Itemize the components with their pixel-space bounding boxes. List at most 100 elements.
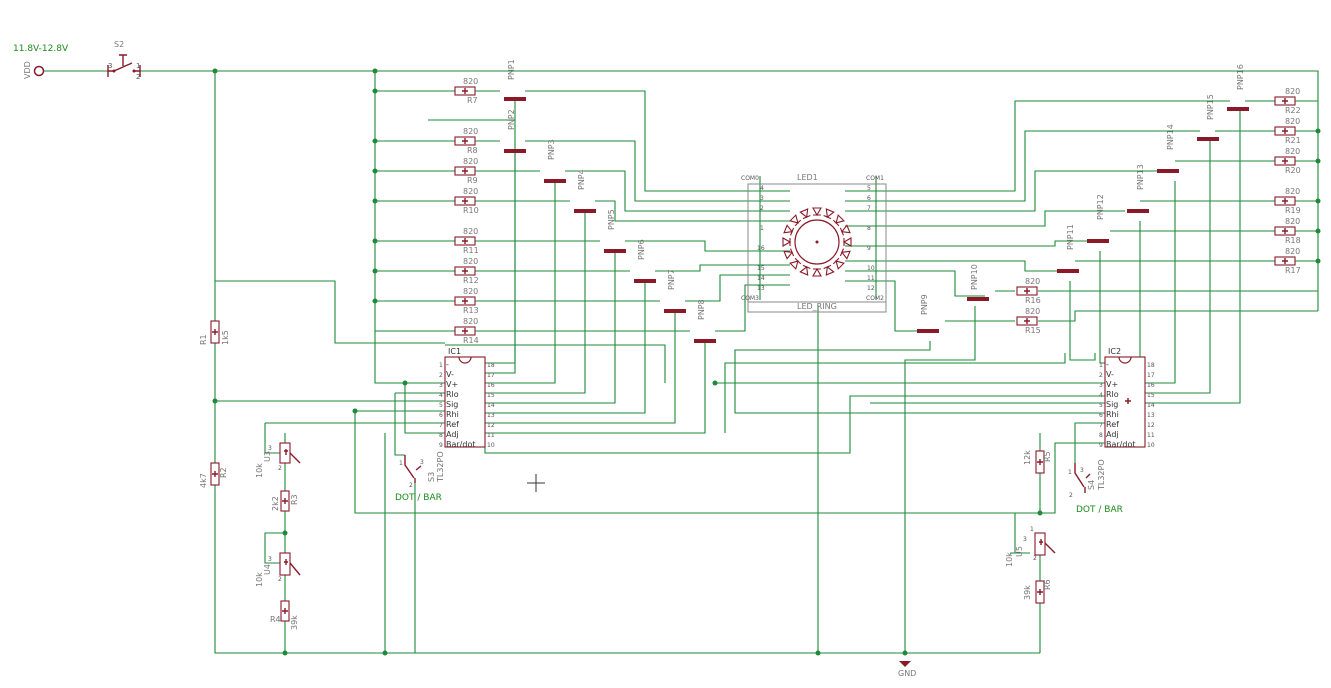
ic2-pin-name: Sig [1106,400,1118,409]
r4-ref: R4 [270,615,281,624]
s3-pin3: 3 [420,459,424,466]
pnp12-label: PNP12 [1096,194,1105,220]
led-pin-16: 16 [757,245,765,252]
pnp3-label: PNP3 [547,139,556,160]
ic1-pin-name: Sig [446,400,458,409]
s3-label: DOT / BAR [395,493,442,503]
r20-ref: R20 [1285,166,1301,175]
ic2-pin-name: V+ [1106,380,1118,389]
ic2-pin-number: 5 [1099,402,1103,409]
ic2-pin-number: 14 [1147,402,1155,409]
ic1-pin-name: Adj [446,430,459,439]
u4-ref: U4 [263,564,272,575]
led-diode-icon [832,214,845,227]
ic1-pin-number: 18 [487,362,495,369]
led-pin-14: 14 [757,275,765,282]
ic2-pin-name: - [1106,360,1109,369]
r8-value: 820 [463,127,478,136]
pnp2-label: PNP2 [507,109,516,130]
ic1-pin-name: V- [446,370,454,379]
ic1-pin-number: 6 [439,412,443,419]
transistor-pnp14: PNP14 [1157,124,1179,173]
r6-value: 39k [1023,585,1032,600]
r16-ref: R16 [1025,296,1041,305]
pnp4-label: PNP4 [577,169,586,190]
led-ring: LED1 LED_RING COM0 COM1 COM3 COM2 4 3 2 … [741,173,887,313]
ic1-pin-number: 14 [487,402,495,409]
led-diode-icon [823,264,835,276]
r13-ref: R13 [463,306,479,315]
s2-pin1: 1 [136,62,140,70]
led-pin-7: 7 [867,205,871,212]
ic2-pin-number: 7 [1099,422,1103,429]
led-diode-icon [789,257,802,270]
ic2-pin-number: 16 [1147,382,1155,389]
u3-pin2: 2 [278,465,282,472]
u3-value: 10k [255,463,264,478]
gnd-symbol: GND [898,661,916,678]
led-diode-icon [812,267,822,277]
ic1-pin-number: 1 [439,362,443,369]
vdd-net-label: VDD [23,61,32,79]
led-pin-13: 13 [757,285,765,292]
s4-pin2: 2 [1069,492,1073,499]
r14-value: 820 [463,317,478,326]
s3-pin1: 1 [399,460,403,467]
led-com0: COM0 [741,175,759,182]
u4-pin2: 2 [278,576,282,583]
r19-value: 820 [1285,187,1300,196]
r10-value: 820 [463,187,478,196]
pnp6-label: PNP6 [637,239,646,260]
ic1-pin-number: 11 [487,432,495,439]
led-ring-label: LED_RING [797,302,837,311]
r3-ref: R3 [290,494,299,505]
ic1-pin-name: Bar/dot [446,440,475,449]
r3-value: 2k2 [271,496,280,511]
r9-value: 820 [463,157,478,166]
ic1-pin-number: 9 [439,442,443,449]
led-diode-icon [789,214,802,227]
r19-ref: R19 [1285,206,1301,215]
r14-ref: R14 [463,336,479,345]
ic1-pin-number: 15 [487,392,495,399]
ic2-pin-name: Rlo [1106,390,1119,399]
transistor-pnp5: PNP5 [604,209,626,253]
r1-ref: R1 [199,334,208,345]
led-diode-icon [782,237,792,247]
r6-ref: R6 [1043,579,1052,590]
s2-ref: S2 [114,40,124,49]
transistor-pnp2: PNP2 [504,109,526,153]
ic2-pin-number: 12 [1147,422,1155,429]
u3-pin3: 3 [268,445,272,452]
r7-value: 820 [463,77,478,86]
u5-ref: U5 [1015,546,1024,557]
pnp11-label: PNP11 [1066,224,1075,250]
r12-ref: R12 [463,276,479,285]
transistor-pnp1: PNP1 [504,59,526,101]
ic1-pin-number: 10 [487,442,495,449]
ic2-pin-number: 13 [1147,412,1155,419]
transistor-pnp8: PNP8 [694,299,716,343]
led-pin-11: 11 [867,275,875,282]
pnp7-label: PNP7 [667,269,676,290]
ic2-pin-number: 2 [1099,372,1103,379]
r22-value: 820 [1285,87,1300,96]
ic2-pin-number: 11 [1147,432,1155,439]
led-diode-icon [832,257,845,270]
pnp13-label: PNP13 [1136,164,1145,190]
s4-pin1: 1 [1068,469,1072,476]
s4-part: TL32PO [1097,459,1106,491]
left-transistors: PNP1 PNP2 PNP3 PNP4 PNP5 PNP6 PNP7 PNP8 [504,59,716,343]
pnp1-label: PNP1 [507,59,516,80]
u5-pin2: 2 [1033,555,1037,562]
lower-right-components: 12k R5 10k U5 3 1 2 39k R6 1 2 3 S4 TL32… [1005,450,1123,604]
